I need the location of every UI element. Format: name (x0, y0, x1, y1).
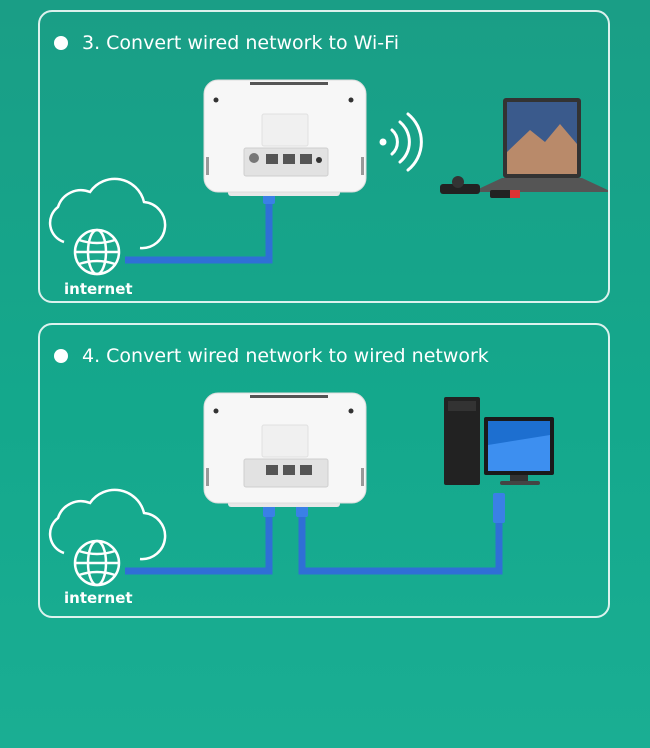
ethernet-cable-lan (298, 493, 503, 575)
globe-icon (73, 539, 121, 587)
panel-wired: 4. Convert wired network to wired networ… (38, 323, 610, 618)
ethernet-cable (125, 182, 273, 264)
panel-wifi: 3. Convert wired network to Wi-Fi (38, 10, 610, 303)
router (203, 79, 367, 196)
globe-icon (73, 228, 121, 276)
laptop (440, 98, 608, 198)
cloud-icon (48, 177, 167, 250)
panel-heading: 4. Convert wired network to wired networ… (54, 345, 489, 367)
wired-scene (48, 392, 554, 587)
panel-heading: 3. Convert wired network to Wi-Fi (54, 32, 399, 54)
ethernet-plug (493, 493, 505, 523)
panel-title: 3. Convert wired network to Wi-Fi (82, 32, 399, 54)
panel-title: 4. Convert wired network to wired networ… (82, 345, 489, 367)
ethernet-cable-wan (125, 493, 273, 575)
wifi-signal-icon (379, 112, 423, 172)
bullet-icon (54, 36, 68, 50)
bullet-icon (54, 349, 68, 363)
wifi-scene (48, 79, 608, 276)
router (203, 392, 367, 507)
internet-label: internet (64, 589, 133, 607)
cloud-icon (48, 488, 167, 561)
desktop-computer (444, 397, 554, 485)
internet-label: internet (64, 280, 133, 298)
